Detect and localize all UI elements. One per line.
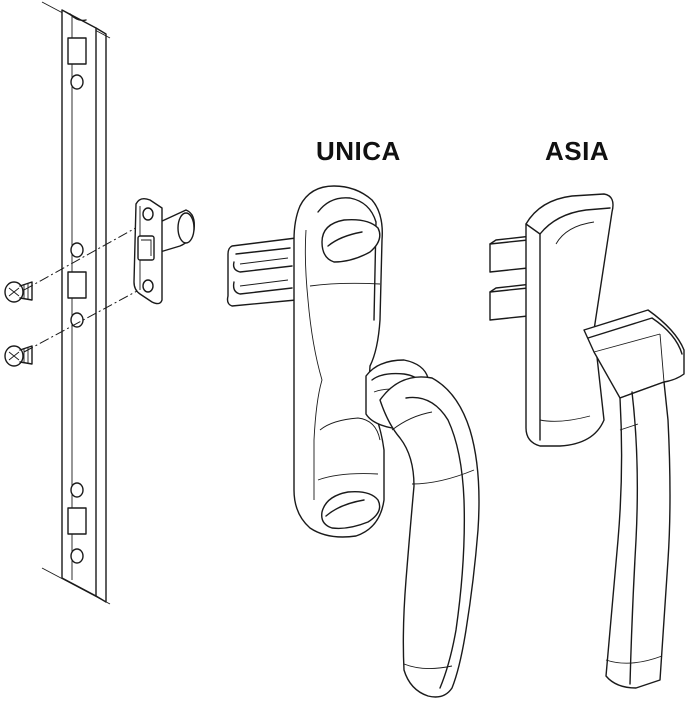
asia-label: ASIA <box>545 136 610 166</box>
strip-slot-middle <box>67 271 87 299</box>
unica-handle <box>226 185 480 698</box>
asia-handle <box>489 193 685 689</box>
screw-lower <box>4 345 33 367</box>
striker-keeper <box>133 197 196 305</box>
unica-label: UNICA <box>316 136 401 166</box>
screw-upper <box>4 281 33 303</box>
strip-slot-top <box>67 37 87 65</box>
lock-strip <box>41 1 111 605</box>
alignment-line-upper <box>23 219 151 291</box>
strip-slot-bottom <box>67 507 87 535</box>
alignment-line-lower <box>23 283 151 353</box>
